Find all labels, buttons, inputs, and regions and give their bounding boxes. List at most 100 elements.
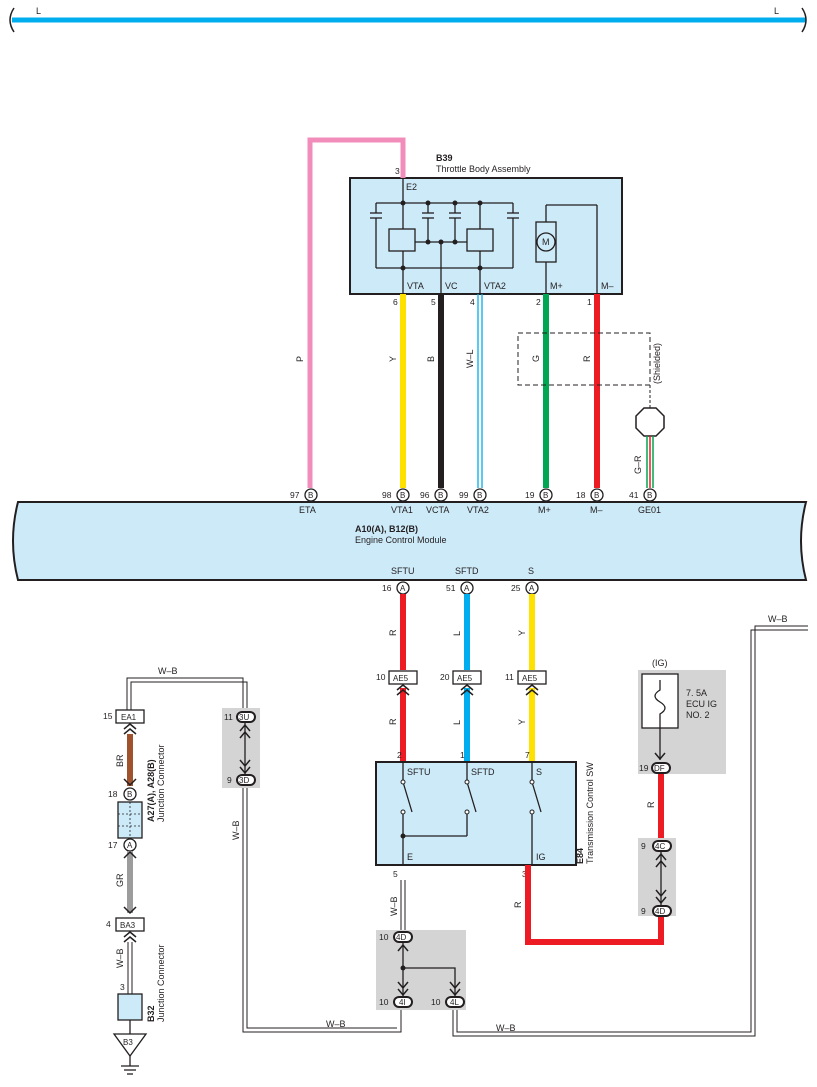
svg-text:51: 51 [446,583,456,593]
header-right-label: L [774,6,779,16]
svg-text:41: 41 [629,490,639,500]
wb-label-top-right: W–B [768,614,788,624]
svg-text:9: 9 [227,775,232,785]
ecm-pin-eta: 97 B ETA [290,488,318,515]
wire-codes-middle: R L Y R L Y [388,629,527,725]
tb-pin-num-mplus: 2 [536,297,541,307]
wire-pink [307,137,406,488]
svg-text:7: 7 [525,750,530,760]
wire-code-br: BR [115,754,125,767]
wire-code-gr-left: GR [115,873,125,887]
ground-label: B3 [123,1038,133,1047]
trans-sw-box [375,761,577,866]
svg-text:17: 17 [108,840,118,850]
wire-code-l-sftd-lower: L [452,720,462,725]
svg-text:96: 96 [420,490,430,500]
fuse-name-2: NO. 2 [686,710,710,720]
wire-code-r-fuse: R [646,801,656,808]
svg-text:98: 98 [382,490,392,500]
svg-text:20: 20 [440,672,450,682]
svg-text:99: 99 [459,490,469,500]
svg-text:A: A [127,841,133,850]
wire-code-y-s-lower: Y [517,719,527,725]
wire-code-l-sftd-upper: L [452,631,462,636]
e2-pin-num: 3 [395,166,400,176]
svg-text:4: 4 [106,919,111,929]
svg-text:EA1: EA1 [121,713,137,722]
wire-code-wb-left: W–B [115,948,125,968]
header-right-cap [801,7,807,33]
throttle-body-name: Throttle Body Assembly [436,164,531,174]
svg-text:3D: 3D [239,776,249,785]
junction-4d-4i-4l: 10 4D 10 4I 10 4L [376,930,466,1010]
throttle-body-code: B39 [436,153,453,163]
svg-text:18: 18 [576,490,586,500]
ig-supply-wires: R R [513,774,664,945]
svg-text:19: 19 [639,763,649,773]
tb-pin-num-mminus: 1 [587,297,592,307]
wire-code-r-ig: R [513,901,523,908]
trans-label-s: S [536,767,542,777]
svg-text:11: 11 [505,672,514,682]
fuse-name-1: ECU IG [686,699,717,709]
svg-text:B: B [400,491,405,500]
wires-tb-ecm [307,137,665,488]
wire-code-wl: W–L [465,349,475,368]
svg-text:B: B [594,491,599,500]
ecm-box [12,501,808,581]
svg-text:M+: M+ [538,505,551,515]
svg-text:9: 9 [641,906,646,916]
wire-code-r-sftu-upper: R [388,629,398,636]
svg-text:VTA1: VTA1 [391,505,413,515]
wb-label-top-left: W–B [158,666,178,676]
trans-label-e: E [407,852,413,862]
wb-ground-wires [126,625,808,1037]
ecm-pin-ge01: 41 B GE01 [629,488,661,515]
svg-text:10: 10 [379,997,389,1007]
wb-label-bottom-right: W–B [496,1023,516,1033]
svg-text:VTA2: VTA2 [467,505,489,515]
svg-text:10: 10 [376,672,386,682]
wb-labels: W–B W–B W–B W–B W–B W–B [158,614,788,1033]
header-bus: L L [9,6,807,33]
tb-pin-label-vta: VTA [407,281,424,291]
svg-text:4D: 4D [655,907,665,916]
junction-4c-4d: 9 4C 9 4D [638,838,676,917]
wire-code-r-mminus: R [582,355,592,362]
ecm-code: A10(A), B12(B) [355,524,418,534]
svg-text:B: B [438,491,443,500]
wire-code-b: B [426,356,436,362]
ecm-pin-vta2: 99 B VTA2 [459,488,489,515]
wire-code-r-sftu-lower: R [388,718,398,725]
junction-dots [400,200,483,271]
wb-label-left-vertical: W–B [231,820,241,840]
svg-text:10: 10 [431,997,441,1007]
svg-text:2: 2 [397,750,402,760]
left-junction-column: 15 EA1 BR 18 B A27(A), A28(B) Junction C… [103,709,166,1075]
svg-text:5: 5 [393,869,398,879]
tb-pin-label-vc: VC [445,281,458,291]
svg-text:B: B [127,790,132,799]
ecm-pin-vcta: 96 B VCTA [420,488,449,515]
svg-text:25: 25 [511,583,521,593]
shield-box [517,332,651,386]
ae5-connector-sftu: 10 AE5 [376,670,418,696]
b32-box [117,993,143,1021]
svg-text:A: A [529,584,535,593]
wire-code-y-s-upper: Y [517,630,527,636]
svg-text:18: 18 [108,789,118,799]
wire-code-p: P [295,356,305,362]
svg-text:M–: M– [590,505,603,515]
ecm-pin-vta1: 98 B VTA1 [382,488,413,515]
ecm-bottom-pins: SFTU 16 A SFTD 51 A S 25 A [382,566,539,595]
ground-symbol-icon [121,1056,139,1075]
sensor-circuit [370,178,519,294]
header-left-label: L [36,6,41,16]
tb-pin-label-mminus: M– [601,281,614,291]
svg-text:VCTA: VCTA [426,505,449,515]
svg-text:4C: 4C [655,842,665,851]
junction-connector-name: Junction Connector [156,744,166,822]
svg-text:AE5: AE5 [393,674,409,683]
wb-label-bottom-left: W–B [326,1019,346,1029]
tb-pin-num-vc: 5 [431,297,436,307]
